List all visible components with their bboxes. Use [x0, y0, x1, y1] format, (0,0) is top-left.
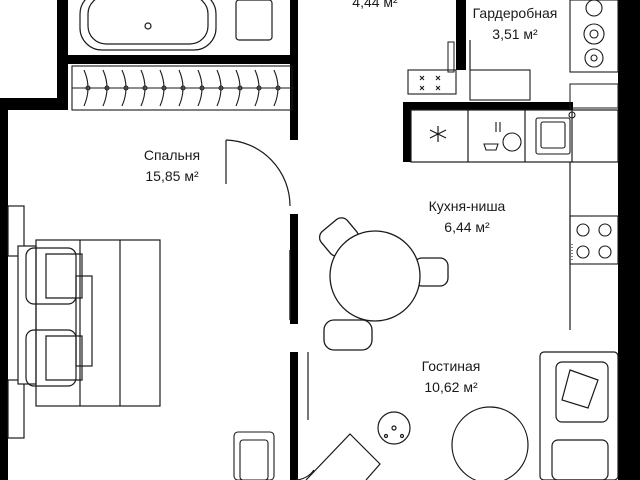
- hanger-hook: [85, 85, 91, 91]
- coffee-table: [377, 406, 529, 480]
- room-area-living: 10,62 м²: [424, 379, 478, 395]
- room-label-living: Гостиная 10,62 м²: [396, 357, 506, 396]
- door-swing-icon: [225, 139, 315, 480]
- hanger-hook: [275, 85, 281, 91]
- hanger-icon: [121, 69, 127, 107]
- hanger-icon: [102, 69, 108, 107]
- hanger-hook: [123, 85, 129, 91]
- room-label-bedroom: Спальня 15,85 м²: [110, 146, 234, 185]
- hanger-icon: [159, 69, 165, 107]
- hanger-icon: [197, 69, 203, 107]
- hanger-hook: [237, 85, 243, 91]
- room-area-kitchen: 6,44 м²: [444, 219, 490, 235]
- closet-hangers: [71, 65, 293, 111]
- stove-icon: [569, 0, 619, 73]
- hanger-hook: [256, 85, 262, 91]
- room-label-kitchen: Кухня-ниша 6,44 м²: [406, 197, 528, 236]
- bedroom-furniture: [7, 205, 25, 439]
- hanger-hook: [218, 85, 224, 91]
- room-name-kitchen: Кухня-ниша: [428, 198, 506, 214]
- dishwasher-icon: [483, 122, 522, 152]
- room-name-bedroom: Спальня: [143, 147, 201, 163]
- sofa-icon: [539, 351, 619, 480]
- room-label-wardrobe: Гардеробная 3,51 м²: [452, 4, 578, 43]
- hanger-hook: [104, 85, 110, 91]
- hanger-icon: [83, 69, 89, 107]
- room-name-wardrobe: Гардеробная: [472, 5, 558, 21]
- wardrobe-pull: [447, 41, 455, 73]
- storage-cabinet: [407, 69, 531, 101]
- hanger-hook: [199, 85, 205, 91]
- room-area-bathroom: 4,44 м²: [352, 0, 398, 10]
- bathtub-icon: [79, 0, 273, 51]
- room-name-living: Гостиная: [421, 358, 481, 374]
- hanger-icon: [216, 69, 222, 107]
- freezer-icon: [429, 126, 447, 142]
- hanger-hook: [180, 85, 186, 91]
- hanger-icon: [178, 69, 184, 107]
- hanger-hook: [161, 85, 167, 91]
- hanger-icon: [140, 69, 146, 107]
- kitchen-window-frame: [569, 83, 619, 109]
- room-label-bathroom: 4,44 м²: [330, 0, 420, 11]
- cooktop-icon: [569, 215, 619, 265]
- armchair: [305, 352, 381, 480]
- hanger-icon: [254, 69, 260, 107]
- dining-table-icon: [318, 217, 449, 351]
- bedroom-chair: [233, 431, 275, 480]
- bed-icon: [17, 239, 161, 407]
- hanger-icon: [273, 69, 279, 107]
- hanger-icon: [235, 69, 241, 107]
- exterior-area: [0, 0, 57, 102]
- sink-icon: [535, 111, 576, 155]
- room-area-wardrobe: 3,51 м²: [492, 26, 538, 42]
- hanger-hook: [142, 85, 148, 91]
- room-area-bedroom: 15,85 м²: [145, 168, 199, 184]
